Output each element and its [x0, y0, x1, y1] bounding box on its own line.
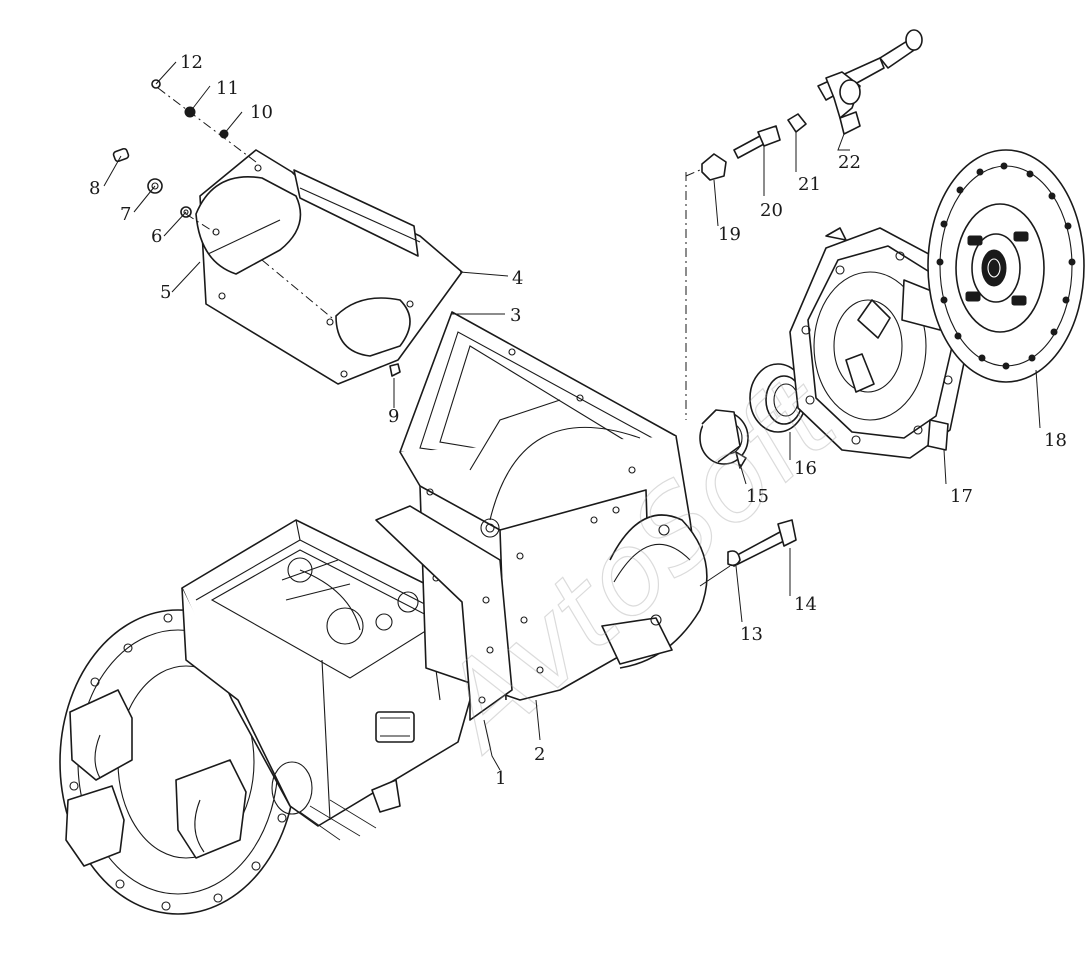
release-bearing	[699, 363, 807, 469]
callout-1: 1	[495, 768, 506, 789]
callout-6: 6	[151, 226, 162, 247]
callout-5: 5	[160, 282, 171, 303]
callout-20: 20	[760, 200, 783, 221]
callout-21: 21	[798, 174, 821, 195]
callout-labels: 1 2 3 4 5 6 7 8 9 10 11 12 13 14 15 16 1…	[89, 52, 1067, 789]
callout-4: 4	[512, 268, 523, 289]
callout-12: 12	[180, 52, 203, 73]
callout-10: 10	[250, 102, 273, 123]
callout-22: 22	[838, 152, 861, 173]
callout-9: 9	[388, 406, 399, 427]
clutch-housing	[375, 311, 708, 721]
callout-11: 11	[216, 78, 239, 99]
callout-13: 13	[740, 624, 763, 645]
callout-8: 8	[89, 178, 100, 199]
callout-16: 16	[794, 458, 817, 479]
clutch-disc	[927, 149, 1085, 383]
callout-18: 18	[1044, 430, 1067, 451]
callout-17: 17	[950, 486, 973, 507]
gearbox-rear-housing	[59, 519, 471, 915]
callout-19: 19	[718, 224, 741, 245]
callout-3: 3	[510, 305, 521, 326]
callout-7: 7	[120, 204, 131, 225]
cover-plate-assembly	[195, 149, 463, 385]
callout-2: 2	[534, 744, 545, 765]
bolt-and-washer	[699, 519, 797, 587]
leader-lines	[103, 61, 1041, 771]
release-fork-assembly	[685, 29, 923, 420]
pressure-plate	[789, 227, 971, 459]
callout-14: 14	[794, 594, 817, 615]
callout-15: 15	[746, 486, 769, 507]
